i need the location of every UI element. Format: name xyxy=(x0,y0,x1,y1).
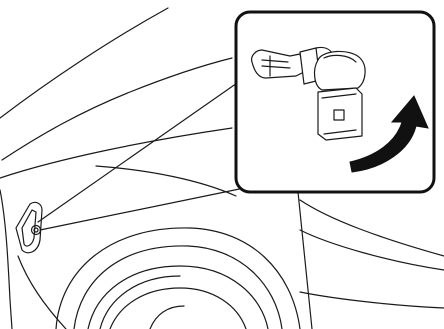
door-line xyxy=(300,200,444,256)
hood-line xyxy=(0,8,168,118)
tire-inner xyxy=(110,288,246,329)
leader-line-lower xyxy=(40,186,254,230)
bumper-lower xyxy=(18,256,66,329)
socket-icon xyxy=(315,51,366,140)
side-marker-socket xyxy=(32,226,41,235)
leader-line-upper xyxy=(38,74,250,222)
fender-top-line xyxy=(0,128,232,178)
inset-callout xyxy=(236,12,434,192)
fender-crease-line xyxy=(96,166,236,196)
side-marker-lens xyxy=(22,210,36,246)
a-pillar-line xyxy=(298,192,312,329)
side-marker-socket-inner xyxy=(34,228,38,232)
tire-groove-2 xyxy=(150,306,184,329)
bumper-curve xyxy=(0,190,12,329)
hood-edge-line xyxy=(2,58,232,160)
tire-groove-1 xyxy=(100,276,180,329)
rocker-line xyxy=(300,292,444,308)
